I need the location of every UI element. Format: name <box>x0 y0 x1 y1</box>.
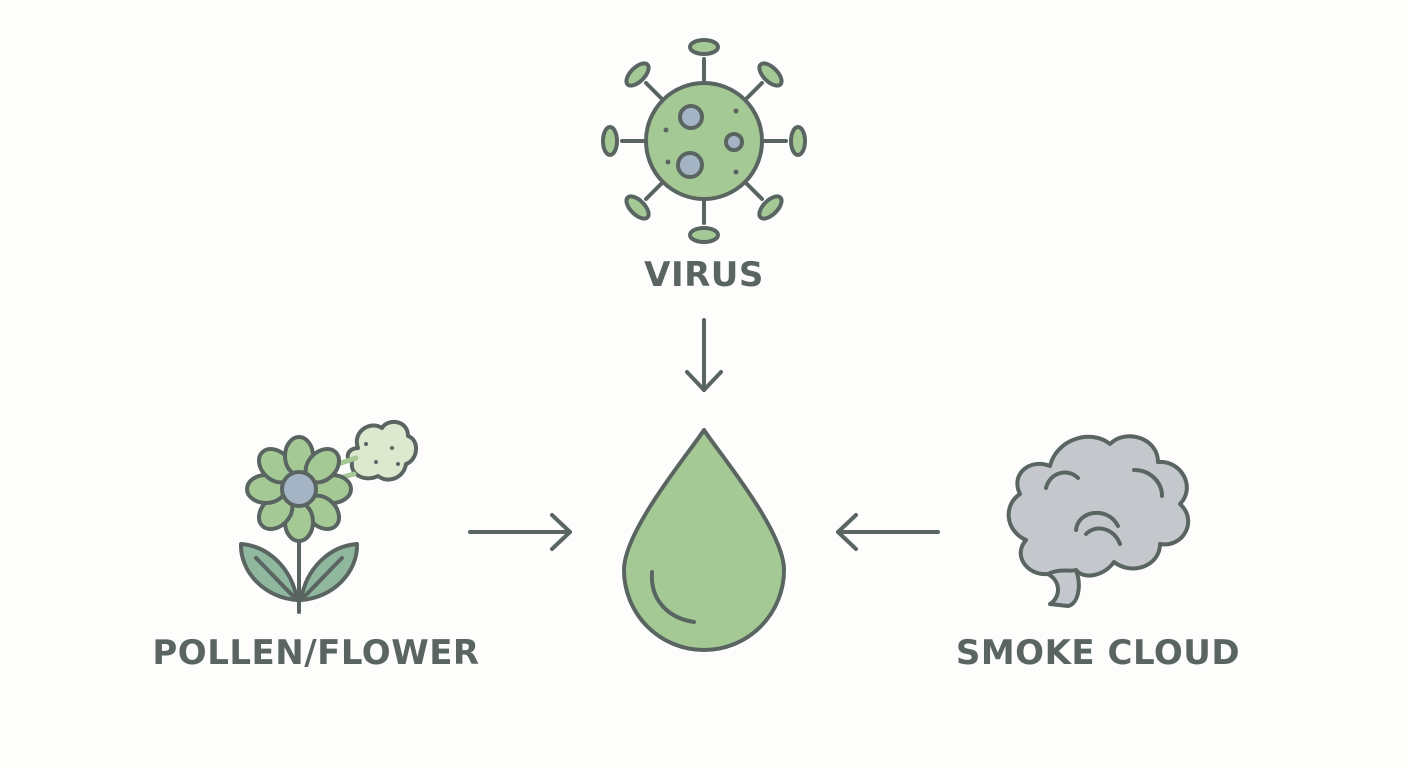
pollen-flower-label: POLLEN/FLOWER <box>152 633 480 673</box>
virus-spike <box>644 81 665 102</box>
virus-spike <box>743 180 764 201</box>
virus-spike-tip <box>601 125 619 157</box>
arrow-down <box>685 318 723 392</box>
virus-label: VIRUS <box>644 255 764 295</box>
virus-spike <box>743 81 764 102</box>
arrow-right <box>468 513 572 551</box>
droplet-icon <box>622 428 786 652</box>
virus-spike-tip <box>624 194 651 221</box>
smoke-cloud-label: SMOKE CLOUD <box>955 633 1241 673</box>
virus-spike-tip <box>688 38 720 56</box>
smoke-cloud-icon <box>1006 434 1191 608</box>
flower-icon <box>238 419 418 614</box>
arrow-left <box>836 513 940 551</box>
virus-spike-tip <box>789 125 807 157</box>
virus-spike-tip <box>757 61 784 88</box>
virus-icon <box>601 38 807 244</box>
virus-spike-tip <box>624 61 651 88</box>
virus-spike <box>644 180 665 201</box>
virus-spike-tip <box>757 194 784 221</box>
virus-spike-tip <box>688 226 720 244</box>
